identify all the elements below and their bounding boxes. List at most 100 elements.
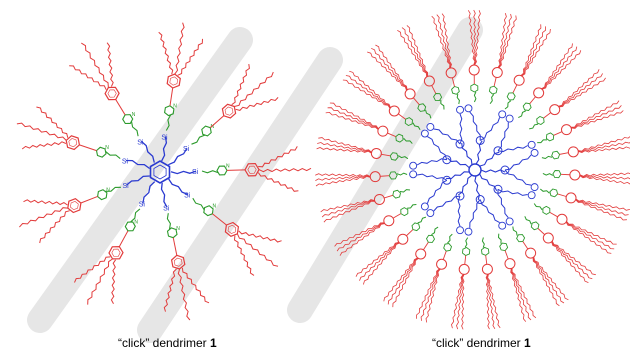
linker-chain [456, 93, 460, 105]
linker-chain [396, 172, 408, 176]
aryl-ring [377, 125, 389, 137]
aryl-linker [537, 228, 545, 235]
triazole-ring [552, 170, 562, 179]
aryl-linker [169, 87, 174, 106]
peg-chain [473, 9, 477, 66]
linker-chain [518, 110, 527, 119]
aryl-linker [398, 113, 406, 120]
triazole-ring [530, 221, 540, 231]
linker-chain [398, 155, 409, 160]
peg-chain [321, 199, 375, 218]
peg-chain [174, 22, 185, 75]
silicon-label: Si [183, 146, 190, 153]
triazole-ring [122, 114, 134, 125]
aryl-ring [67, 198, 82, 214]
linker-chain [447, 233, 453, 244]
aryl-ring [542, 232, 554, 244]
linker-chain [524, 216, 532, 225]
aryl-ring [166, 73, 181, 89]
triazole-label: N [226, 163, 230, 169]
aryl-linker [80, 195, 98, 204]
branch-chain [497, 122, 509, 152]
linker-chain [473, 91, 477, 103]
peg-chain [485, 274, 490, 330]
aryl-ring [244, 162, 260, 177]
triazole-ring [388, 171, 398, 180]
peg-chain [387, 257, 419, 305]
aryl-ring [423, 75, 435, 87]
aryl-linker [406, 229, 414, 237]
dendrimer-structure-right [315, 9, 630, 330]
branch-chain [497, 188, 528, 196]
aryl-linker [485, 255, 488, 265]
aryl-linker [212, 213, 227, 226]
peg-chain [425, 268, 441, 323]
aryl-ring-inner [173, 257, 183, 267]
peg-chain [21, 141, 67, 150]
branch-chain [459, 113, 463, 145]
branch-ring [475, 195, 485, 205]
aryl-linker [464, 255, 467, 265]
peg-chain [510, 268, 532, 321]
aryl-ring [221, 103, 237, 119]
linker-chain [537, 139, 547, 144]
silicon-label: Si [192, 169, 199, 176]
peg-chain [551, 241, 593, 280]
branch-ring [420, 129, 429, 138]
triazole-ring [551, 150, 561, 160]
peg-chain [498, 15, 517, 69]
triazole-ring [97, 189, 108, 201]
peg-chain [315, 173, 371, 177]
branch-ring [426, 123, 435, 131]
linker-chain [417, 216, 427, 224]
peg-chain [571, 110, 624, 129]
triazole-ring [392, 189, 401, 199]
aryl-linker [549, 211, 558, 218]
linker-chain [539, 188, 550, 194]
aryl-ring [170, 254, 186, 270]
triazole-ring [95, 146, 107, 158]
linker-chain [542, 172, 554, 176]
aryl-linker [557, 193, 567, 197]
aryl-ring-inner [70, 201, 79, 211]
triazole-ring [425, 234, 436, 243]
branch-ring [455, 139, 465, 149]
triazole-label: N [106, 188, 110, 194]
aryl-ring [565, 192, 577, 204]
silicon-label: Si [122, 183, 129, 190]
peg-chain [23, 199, 68, 206]
watermark-stroke [287, 17, 483, 323]
peg-chain [578, 136, 630, 152]
aryl-linker [522, 241, 529, 250]
aryl-ring [108, 245, 124, 260]
branch-chain [497, 145, 528, 153]
triazole-ring [389, 152, 399, 161]
peg-chain [329, 102, 379, 130]
peg-chain [441, 13, 452, 69]
peg-chain [320, 199, 375, 213]
triazole-ring [411, 222, 421, 232]
peg-chain [375, 44, 408, 90]
peg-chain [551, 241, 589, 283]
peg-chain [16, 122, 67, 141]
branch-chain [469, 111, 481, 141]
linker-chain [130, 208, 141, 223]
aryl-ring [436, 258, 448, 270]
triazole-ring [522, 102, 532, 111]
peg-chain [258, 146, 298, 168]
aryl-linker [493, 77, 497, 87]
aryl-linker [512, 84, 518, 94]
aryl-ring [533, 87, 545, 99]
linker-chain [403, 137, 413, 144]
branch-chain [457, 195, 461, 227]
peg-chain [487, 274, 501, 329]
peg-chain [81, 42, 109, 88]
peg-chain [575, 198, 629, 216]
aryl-ring [373, 193, 385, 205]
aryl-ring-inner [68, 138, 78, 148]
core-arm [170, 170, 197, 175]
peg-chain [106, 42, 114, 87]
peg-chain [566, 221, 617, 245]
peg-chain [436, 14, 452, 69]
aryl-linker [209, 115, 225, 129]
